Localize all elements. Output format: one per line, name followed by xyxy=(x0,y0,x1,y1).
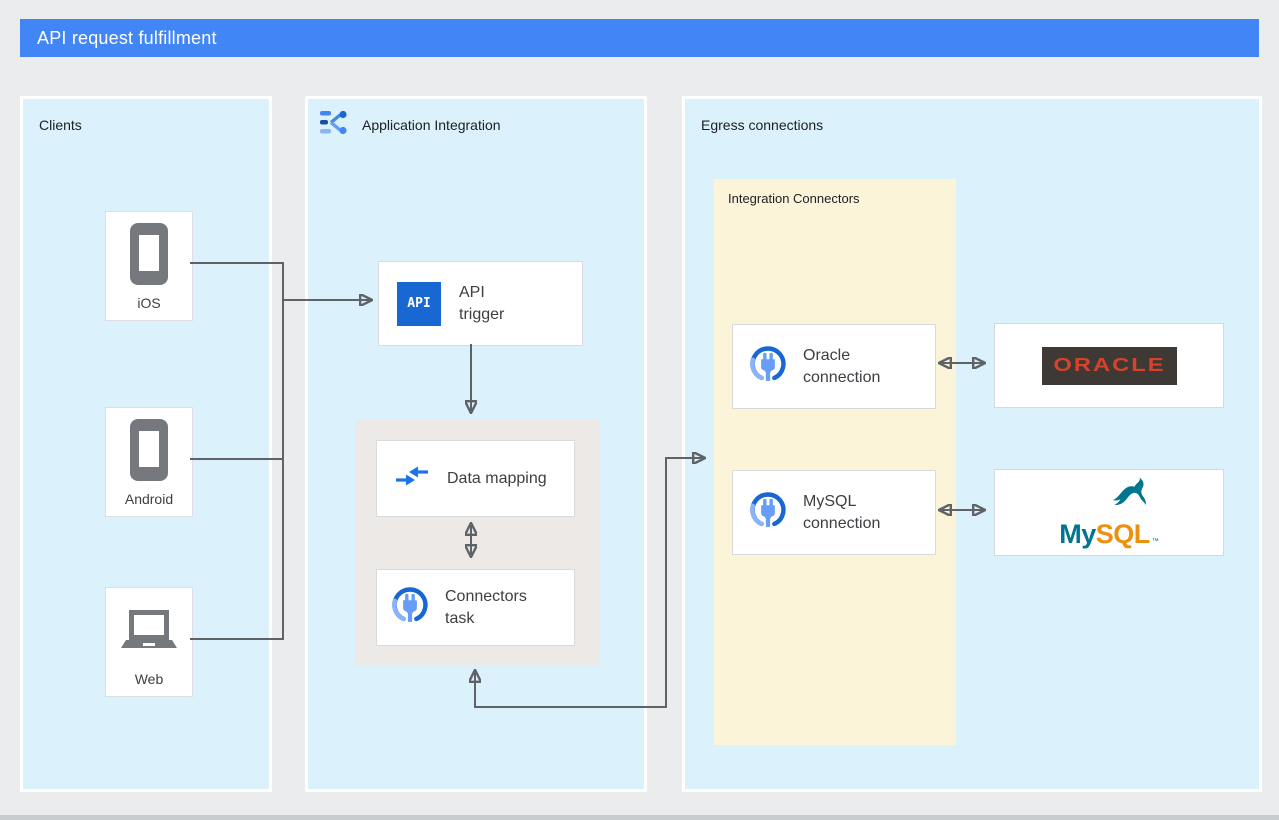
oracle-database-node: ORACLE xyxy=(994,323,1224,408)
connector-plug-icon xyxy=(749,345,787,388)
clients-panel: Clients iOS Android xyxy=(20,96,272,792)
data-mapping-icon xyxy=(394,461,430,496)
application-integration-panel: Application Integration API API trigger xyxy=(305,96,647,792)
ios-label: iOS xyxy=(137,295,161,311)
connector-plug-icon xyxy=(749,491,787,534)
banner-title: API request fulfillment xyxy=(20,19,1259,57)
integration-flow-group: Data mapping Connectors task xyxy=(355,420,600,666)
bottom-edge-band xyxy=(0,815,1279,820)
application-integration-icon xyxy=(320,107,350,142)
android-client-node: Android xyxy=(105,407,193,517)
integration-connectors-group: Integration Connectors Oracle connection xyxy=(714,179,956,745)
api-trigger-line2: trigger xyxy=(459,305,505,323)
smartphone-icon xyxy=(106,408,192,491)
connectors-task-line2: task xyxy=(445,609,475,627)
egress-connections-panel: Egress connections Integration Connector… xyxy=(682,96,1262,792)
data-mapping-label: Data mapping xyxy=(447,469,547,487)
mysql-connection-line1: MySQL xyxy=(803,493,857,511)
connectors-task-node: Connectors task xyxy=(376,569,575,646)
connector-plug-icon xyxy=(391,586,429,629)
ios-client-node: iOS xyxy=(105,211,193,321)
connectors-task-line1: Connectors xyxy=(445,588,527,606)
mysql-database-node: My SQL ™ xyxy=(994,469,1224,556)
mysql-logo: My SQL ™ xyxy=(1059,476,1159,550)
oracle-connection-node: Oracle connection xyxy=(732,324,936,409)
web-label: Web xyxy=(134,671,164,687)
mysql-connection-line2: connection xyxy=(803,514,881,532)
mysql-connection-node: MySQL connection xyxy=(732,470,936,555)
mysql-logo-text: My SQL ™ xyxy=(1059,519,1159,550)
application-integration-header: Application Integration xyxy=(320,107,501,142)
api-trigger-node: API API trigger xyxy=(378,261,583,346)
egress-connections-label: Egress connections xyxy=(701,117,824,133)
oracle-connection-line1: Oracle xyxy=(803,347,851,365)
android-label: Android xyxy=(124,491,174,507)
clients-panel-label: Clients xyxy=(39,117,82,133)
oracle-logo: ORACLE xyxy=(1041,346,1177,385)
integration-connectors-label: Integration Connectors xyxy=(728,191,860,206)
laptop-icon xyxy=(106,588,192,671)
api-trigger-line1: API xyxy=(459,284,485,302)
web-client-node: Web xyxy=(105,587,193,697)
mysql-logo-my: My xyxy=(1059,518,1096,549)
oracle-logo-text: ORACLE xyxy=(1052,355,1166,375)
oracle-connection-label: Oracle connection xyxy=(803,345,880,387)
data-mapping-node: Data mapping xyxy=(376,440,575,517)
oracle-connection-line2: connection xyxy=(803,368,881,386)
connectors-task-label: Connectors task xyxy=(445,586,527,628)
mysql-logo-tm: ™ xyxy=(1151,537,1159,545)
mysql-logo-sql: SQL xyxy=(1095,518,1151,549)
api-trigger-label: API trigger xyxy=(459,282,504,324)
application-integration-label: Application Integration xyxy=(362,116,501,133)
api-icon: API xyxy=(397,281,441,326)
smartphone-icon xyxy=(106,212,192,295)
mysql-connection-label: MySQL connection xyxy=(803,491,880,533)
mysql-dolphin-icon xyxy=(1101,476,1151,525)
